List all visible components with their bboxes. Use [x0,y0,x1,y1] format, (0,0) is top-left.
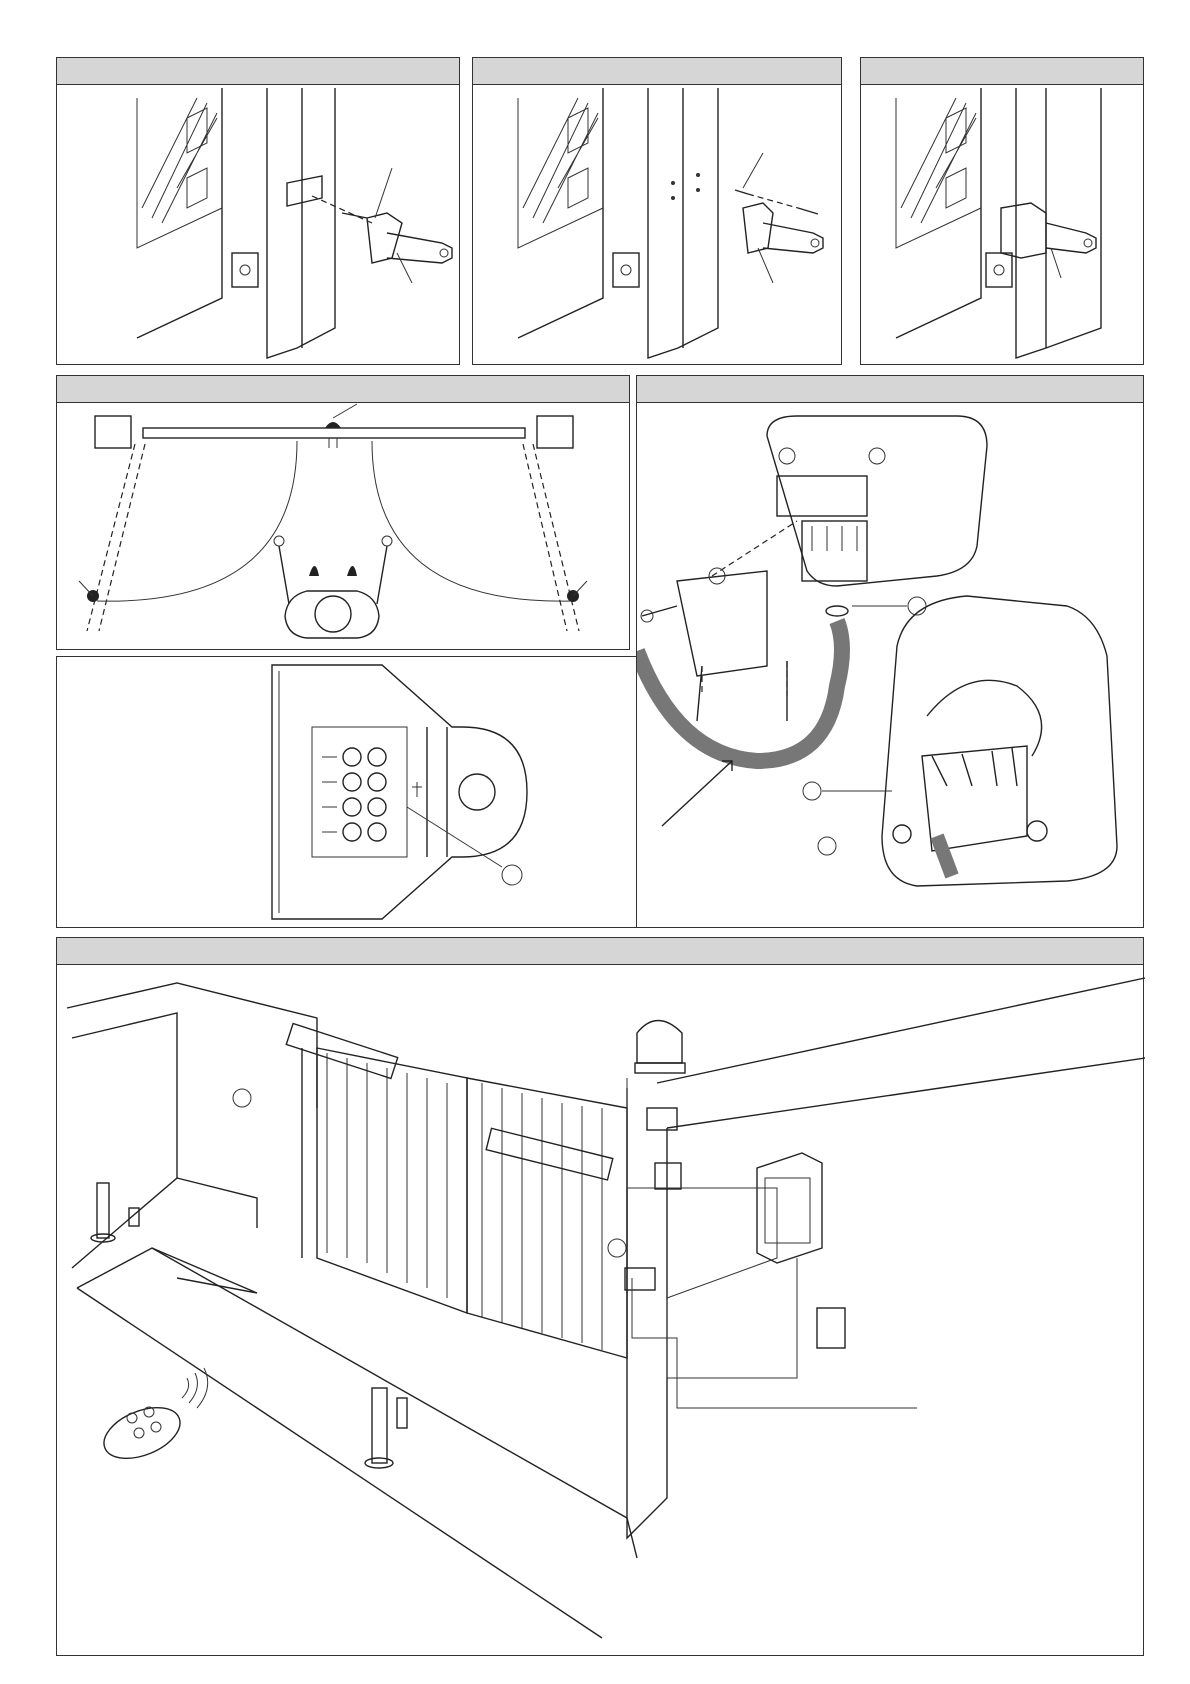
step-1-panel [56,57,460,365]
hinge-plate [986,253,1012,287]
gate-post-icon [861,58,1145,366]
remote-control-icon [97,1368,208,1468]
control-unit-icon [757,1153,822,1263]
right-pillar [537,416,573,448]
stop-layout-panel [56,375,630,650]
gate-stop-icon [57,376,631,651]
closed-gate-leaves [143,428,525,438]
post-front [365,1388,407,1468]
step-2-panel [472,57,842,365]
system-overview-panel [56,937,1144,1656]
person-figure [274,536,392,638]
gate-leaf-left [317,1048,467,1313]
operator-left [286,1024,397,1079]
terminal-block-icon [57,657,645,929]
bracket-icon [342,213,452,263]
system-overview-icon [57,938,1145,1657]
gate-post-icon [57,58,461,366]
gate-leaf-right [467,1078,627,1358]
step-3-panel [860,57,1144,365]
gate-post-icon [473,58,843,366]
screw-icon [735,190,818,214]
photocell-icon [625,1268,655,1290]
hinge-plate [613,253,639,287]
flashing-lamp-icon [637,376,1145,929]
key-selector-icon [655,1163,681,1189]
left-pillar [95,416,131,448]
bracket-icon [1001,203,1096,258]
flashing-lamp-icon [635,1021,685,1074]
hinge-plate [232,253,258,287]
post-left [91,1183,139,1242]
terminal-block-panel [56,656,644,928]
terminal-screws [343,748,386,841]
bracket-icon [743,203,823,253]
lamp-wiring-panel [636,375,1144,928]
operator-right [486,1128,613,1180]
main-switch-icon [817,1308,845,1348]
